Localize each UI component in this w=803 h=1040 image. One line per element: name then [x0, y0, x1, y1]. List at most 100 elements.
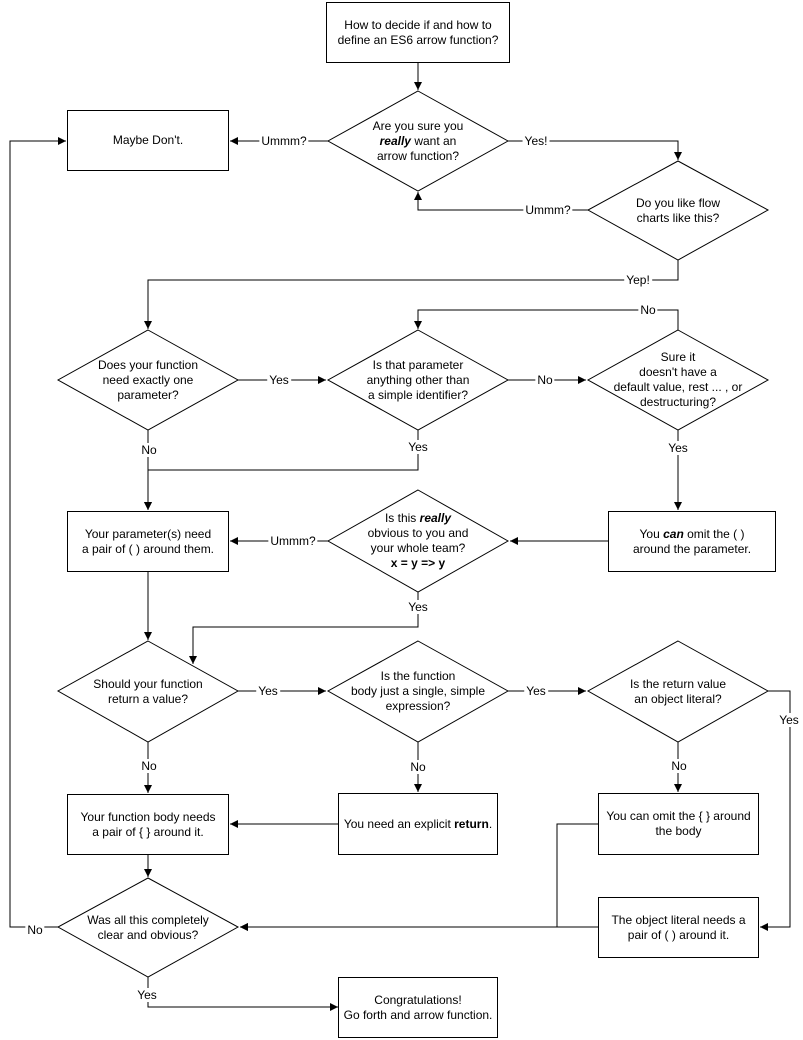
- node-text-run: Is this: [384, 511, 420, 525]
- node-text-run: .: [488, 816, 493, 831]
- node-text: Maybe Don't.: [113, 133, 183, 148]
- node-text-line: Does your function: [97, 357, 199, 372]
- node-text-line: around the parameter.: [633, 542, 751, 557]
- node-text-line: Is the function: [380, 669, 456, 683]
- edge-clear-to-maybe: [9, 137, 66, 928]
- label-one-param-to-simple-id: Yes: [267, 373, 291, 387]
- node-congrats: Congratulations!Go forth and arrow funct…: [338, 977, 498, 1038]
- diamond-single-expr-shape: [326, 640, 510, 743]
- node-text: You can omit the ( )around the parameter…: [633, 527, 751, 557]
- label-flow-to-sure: Ummm?: [523, 203, 573, 217]
- node-text-line: parameter?: [117, 387, 179, 402]
- node-text-line: clear and obvious?: [97, 927, 199, 942]
- node-text-line: Do you like flow: [635, 195, 721, 210]
- label-obvious-to-parens: Ummm?: [268, 534, 318, 548]
- node-text-line: x = y => y: [368, 556, 469, 571]
- diamond-clear-shape: [56, 877, 240, 978]
- node-text-line: Your parameter(s) need: [84, 526, 212, 541]
- node-text-line: a pair of { } around it.: [92, 824, 204, 839]
- node-text-line: define an ES6 arrow function?: [337, 32, 499, 47]
- label-obvious-to-return: Yes: [406, 600, 430, 614]
- node-text-line: really want an: [373, 134, 464, 149]
- node-text-run: return: [454, 816, 489, 831]
- node-text-line: arrow function?: [373, 149, 464, 164]
- node-text-line: obvious to you and: [368, 526, 469, 541]
- node-omit-parens: You can omit the ( )around the parameter…: [608, 511, 776, 572]
- node-text-run: You: [639, 526, 664, 541]
- node-text-line: Maybe Don't.: [112, 133, 184, 147]
- diamond-sure-default-shape: [586, 329, 770, 431]
- node-text-line: destructuring?: [639, 395, 717, 409]
- node-text-line: charts like this?: [636, 210, 720, 225]
- node-text-line: How to decide if and how to: [344, 17, 492, 32]
- node-text-line: Are you sure you: [373, 119, 464, 134]
- diamond-obj-literal-shape: [586, 640, 770, 743]
- label-simple-id-to-default: No: [535, 373, 555, 387]
- node-text-line: your whole team?: [368, 541, 469, 556]
- node-maybe-dont: Maybe Don't.: [67, 110, 229, 171]
- node-text-line: the body: [655, 824, 702, 838]
- node-text-run: You need an explicit: [343, 816, 455, 831]
- node-text-line: You can omit the { } around: [606, 809, 751, 823]
- node-text-line: Is this really: [368, 511, 469, 526]
- label-default-to-simple-id: No: [638, 303, 658, 317]
- diamond-return-value-shape: [56, 640, 240, 743]
- node-text-line: a simple identifier?: [367, 387, 469, 402]
- node-text-line: an object literal?: [634, 691, 722, 706]
- node-text-line: default value, rest ... , or: [613, 380, 743, 394]
- diamond-obvious-shape: [326, 489, 510, 593]
- edge-clear-to-congrats: [147, 977, 338, 1011]
- node-text-line: Was all this completely: [87, 912, 209, 927]
- label-one-param-to-parens: No: [139, 443, 159, 457]
- node-text: You need an explicit return.: [344, 817, 492, 832]
- edge-obj-literal-to-obj-parens: [760, 690, 791, 931]
- node-text-line: Your function body needs: [80, 809, 216, 824]
- diamond-flow-shape: [586, 160, 770, 261]
- node-text-line: The object literal needs a: [611, 912, 746, 927]
- node-text: Congratulations!Go forth and arrow funct…: [344, 993, 493, 1023]
- node-text-run: want an: [410, 133, 457, 148]
- label-sure-to-maybe: Ummm?: [259, 134, 309, 148]
- label-return-to-expr: Yes: [256, 684, 280, 698]
- node-text-run: Are you sure you: [372, 118, 464, 133]
- diamond-simple-id-shape: [326, 329, 510, 431]
- edge-sure-to-flow: [508, 140, 682, 160]
- label-obj-to-omit: No: [669, 759, 689, 773]
- node-text-run: omit the ( ): [683, 526, 745, 541]
- node-text-line: Congratulations!: [374, 992, 462, 1007]
- node-text-line: anything other than: [366, 372, 470, 387]
- diamond-sure-shape: [326, 90, 510, 192]
- node-text-line: Sure it: [660, 350, 696, 364]
- label-return-to-braces: No: [139, 759, 159, 773]
- label-obj-to-objparens: Yes: [777, 713, 801, 727]
- node-text-run: around the parameter.: [632, 541, 752, 556]
- diamond-one-param-shape: [56, 329, 240, 431]
- node-text-line: Should your function: [93, 676, 203, 691]
- edge-sure-default-to-simple-id: [414, 309, 679, 330]
- node-text-line: pair of ( ) around it.: [627, 927, 730, 942]
- node-text-run: arrow function?: [376, 148, 460, 163]
- node-text-line: need exactly one: [102, 372, 194, 387]
- label-expr-to-explicit: No: [408, 760, 428, 774]
- node-text-run: obvious to you and: [367, 526, 469, 540]
